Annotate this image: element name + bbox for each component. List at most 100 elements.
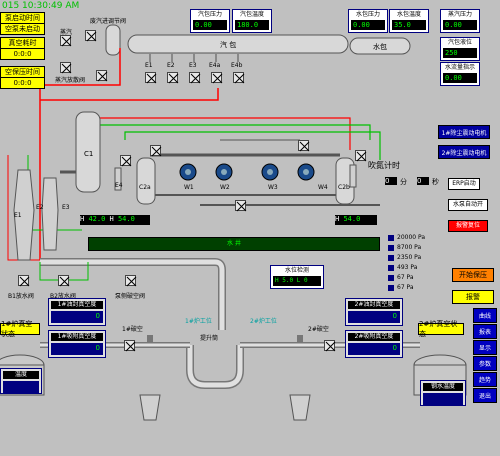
value: 0 bbox=[392, 312, 397, 320]
e4-equipment-label: E4 bbox=[115, 182, 123, 189]
pressure-value: 20000 Pa bbox=[397, 234, 426, 241]
water-level-detect-panel: 水位检测 H 5.0 L 0 bbox=[270, 265, 324, 289]
pump-vent-valve[interactable] bbox=[125, 275, 137, 287]
exhaust-valve[interactable] bbox=[60, 62, 72, 74]
dust-motor-1-button[interactable]: 1#除尘震动电机 bbox=[438, 125, 490, 139]
panel-title: 水包温度 bbox=[396, 11, 421, 18]
blow-timer-label: 吹氮计时 bbox=[368, 161, 400, 170]
panel-title: 1#吸附真空度 bbox=[51, 333, 103, 341]
h-value: 54.0 bbox=[343, 215, 361, 223]
pressure-value: 67 Pa bbox=[397, 284, 414, 291]
valve-e4a[interactable] bbox=[211, 72, 223, 84]
pressure-row: 8700 Pa bbox=[388, 244, 434, 252]
value: 0 bbox=[95, 344, 100, 352]
vent2-valve[interactable] bbox=[324, 340, 336, 352]
report-button[interactable]: 报表 bbox=[473, 324, 497, 339]
valve-pump-b[interactable] bbox=[298, 140, 310, 152]
pressure-value: 67 Pa bbox=[397, 274, 414, 281]
exit-button[interactable]: 退出 bbox=[473, 388, 497, 403]
curve-button[interactable]: 曲线 bbox=[473, 308, 497, 323]
pressure-row: 493 Pa bbox=[388, 264, 434, 272]
pressure-value: 2350 Pa bbox=[397, 254, 422, 261]
steam-valve-label: 蒸汽 bbox=[60, 29, 73, 36]
station2-label: 2#炉工位 bbox=[250, 318, 277, 325]
b1-drain-label: B1放水阀 bbox=[8, 293, 34, 300]
e4a-label: E4a bbox=[209, 62, 221, 69]
panel-value: 0 bbox=[348, 343, 400, 355]
valve-e1[interactable] bbox=[145, 72, 157, 84]
pressure-row: 67 Pa bbox=[388, 284, 434, 292]
e3-label: E3 bbox=[189, 62, 197, 69]
furnace2-oil-vacuum-panel: 2#油封真空度 0 bbox=[345, 298, 403, 326]
h-value: 5.0 bbox=[282, 277, 294, 284]
pump-w4[interactable] bbox=[296, 162, 316, 184]
furnace1-adsorb-vacuum-panel: 1#吸附真空度 0 bbox=[48, 330, 106, 358]
e4b-label: E4b bbox=[231, 62, 243, 69]
panel-value: 0 bbox=[51, 343, 103, 355]
erp-start-button[interactable]: ERP启动 bbox=[448, 178, 480, 190]
value: 0 bbox=[392, 344, 397, 352]
steam-pressure-panel: 蒸汽压力 0.00 bbox=[440, 9, 480, 33]
panel-title: 汽包液位 bbox=[447, 39, 472, 46]
valve-pump-a[interactable] bbox=[150, 145, 162, 157]
b2-drain-label: B2放水阀 bbox=[50, 293, 76, 300]
vacuum-time-value: 0:0:0 bbox=[0, 48, 45, 60]
l-value: 54.0 bbox=[117, 215, 135, 223]
valve-e2[interactable] bbox=[167, 72, 179, 84]
panel-value: 0.00 bbox=[351, 20, 385, 30]
e3-equipment-label: E3 bbox=[62, 204, 70, 211]
datetime: 015 10:30:49 AM bbox=[2, 1, 80, 11]
panel-value: 0.00 bbox=[193, 20, 227, 30]
blow-sec-unit: 秒 bbox=[432, 178, 439, 186]
h-label: H bbox=[275, 277, 279, 284]
l-label: H bbox=[109, 215, 114, 223]
steam-valve[interactable] bbox=[60, 35, 72, 47]
panel-title: 钢水温度 bbox=[423, 383, 463, 391]
w2-label: W2 bbox=[220, 184, 230, 191]
valve-pump-c[interactable] bbox=[235, 200, 247, 212]
alarm-reset-button[interactable]: 报警复位 bbox=[448, 220, 488, 232]
pressure-row: 20000 Pa bbox=[388, 234, 434, 242]
pressure-row: 2350 Pa bbox=[388, 254, 434, 262]
water-pump-auto-button[interactable]: 水泵自动开 bbox=[448, 199, 488, 211]
param-button[interactable]: 参数 bbox=[473, 356, 497, 371]
panel-value: 0.00 bbox=[443, 20, 477, 30]
e1-equipment-label: E1 bbox=[14, 212, 22, 219]
level-right: H 54.0 bbox=[335, 215, 377, 225]
b1-drain-valve[interactable] bbox=[18, 275, 30, 287]
dust-motor-2-button[interactable]: 2#除尘震动电机 bbox=[438, 145, 490, 159]
pressure-value: 493 Pa bbox=[397, 264, 418, 271]
valve-mid[interactable] bbox=[96, 70, 108, 82]
pump-w2[interactable] bbox=[214, 162, 234, 184]
water-drum-pressure-panel: 水包压力 0.00 bbox=[348, 9, 388, 33]
start-hold-button[interactable]: 开始保压 bbox=[452, 268, 494, 282]
panel-value: 250 bbox=[443, 48, 477, 58]
w3-label: W3 bbox=[268, 184, 278, 191]
vent1-valve[interactable] bbox=[124, 340, 136, 352]
valve-e3[interactable] bbox=[189, 72, 201, 84]
panel-value: 0.00 bbox=[443, 73, 477, 83]
blow-min-value: 0 bbox=[385, 177, 397, 185]
h-value: 42.0 bbox=[88, 215, 106, 223]
pump-w1[interactable] bbox=[178, 162, 198, 184]
valve-e4-left[interactable] bbox=[120, 155, 132, 167]
alarm-button[interactable]: 报警 bbox=[452, 290, 494, 304]
valve-e4b[interactable] bbox=[233, 72, 245, 84]
panel-value: 180.0 bbox=[235, 20, 269, 30]
vent2-label: 2#破空 bbox=[308, 326, 329, 333]
furnace1-oil-vacuum-panel: 1#油封真空度 0 bbox=[48, 298, 106, 326]
display-button[interactable]: 显示 bbox=[473, 340, 497, 355]
panel-value bbox=[423, 393, 463, 405]
panel-value: 0 bbox=[348, 311, 400, 323]
panel-title: 1#油封真空度 bbox=[51, 301, 103, 309]
pump-w3[interactable] bbox=[260, 162, 280, 184]
furnace1-temp-panel: 温度 bbox=[0, 368, 42, 394]
level-left: H 42.0 H 54.0 bbox=[80, 215, 150, 225]
hold-time-value: 0:0:0 bbox=[0, 77, 45, 89]
b2-drain-valve[interactable] bbox=[58, 275, 70, 287]
blow-min-unit: 分 bbox=[400, 178, 407, 186]
trend-button[interactable]: 趋势 bbox=[473, 372, 497, 387]
valve-e4-right[interactable] bbox=[355, 150, 367, 162]
valve-top[interactable] bbox=[85, 30, 97, 42]
furnace2-temp-panel: 钢水温度 bbox=[420, 380, 466, 406]
